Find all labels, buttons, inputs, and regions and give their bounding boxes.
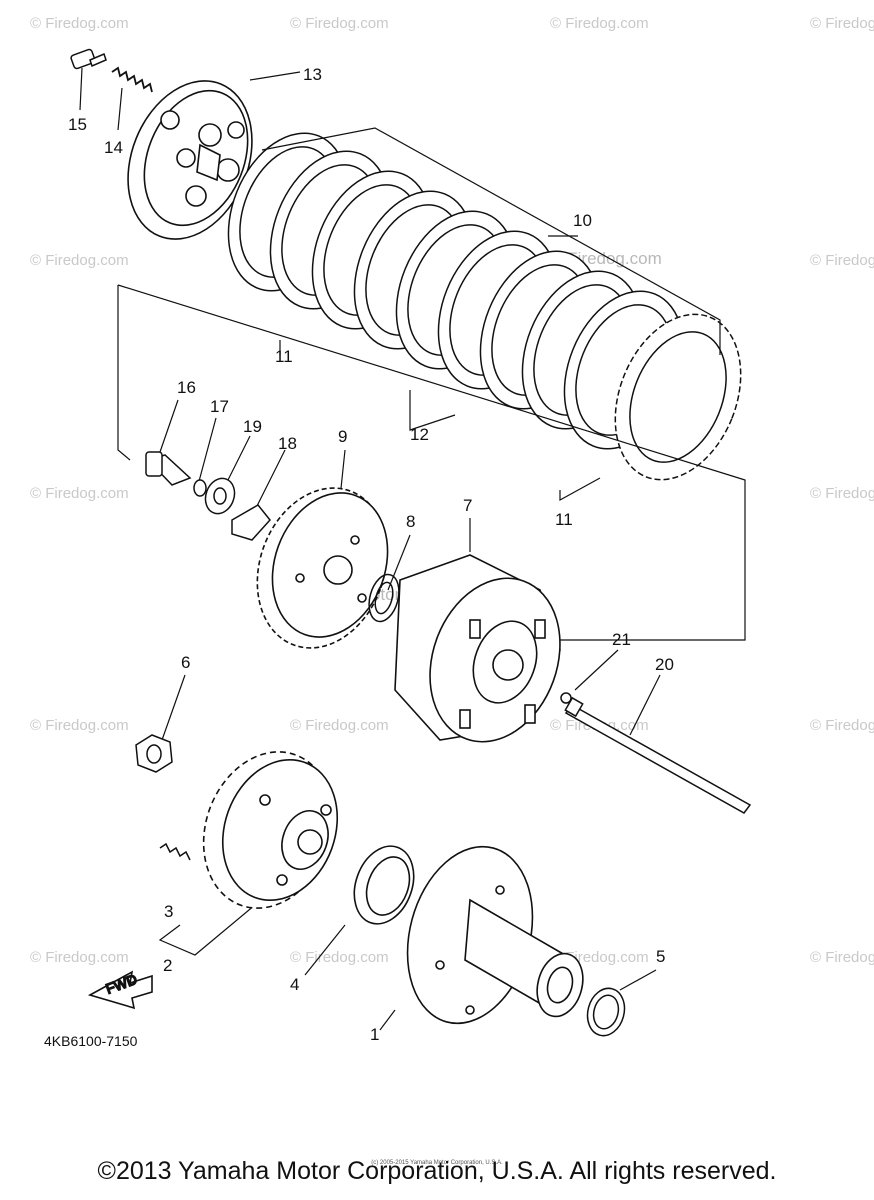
spring-3: [159, 842, 191, 861]
watermark: © Firedog.com: [810, 717, 874, 734]
watermark: © Firedog.com: [810, 15, 874, 32]
callout-2: 2: [163, 956, 172, 975]
watermark: © Firedog.com: [290, 15, 389, 32]
callout-10: 10: [573, 211, 592, 230]
bolt-15: [70, 48, 107, 70]
clutch-boss-9: [256, 487, 389, 649]
callout-16: 16: [177, 378, 196, 397]
clutch-plate-stack: [227, 132, 742, 481]
callout-3: 3: [164, 902, 173, 921]
o-ring-5: [586, 987, 626, 1037]
driven-gear-1: [406, 845, 584, 1025]
callout-20: 20: [655, 655, 674, 674]
push-rod-20-21: [560, 692, 752, 814]
callout-7: 7: [463, 496, 472, 515]
watermark: © Firedog.com: [30, 717, 129, 734]
callout-19: 19: [243, 417, 262, 436]
callout-13: 13: [303, 65, 322, 84]
watermark: © Firedog.com: [810, 485, 874, 502]
watermark: © Firedog.com: [290, 717, 389, 734]
part-number: 4KB6100-7150: [44, 1033, 138, 1049]
callout-11a: 11: [275, 347, 293, 366]
leader-lines: [79, 67, 746, 1031]
watermark: © Firedog.com: [810, 949, 874, 966]
callout-5: 5: [656, 947, 665, 966]
watermark: © Firedog.com: [30, 485, 129, 502]
callouts: 13 15 14 10 11 12 11 16 17 19 18 9 8 7 2…: [68, 65, 674, 1044]
primary-clutch-2: [202, 751, 339, 909]
fwd-arrow: FWD: [87, 970, 153, 1010]
watermark: © Firedog.com: [30, 949, 129, 966]
copyright-text: ©2013 Yamaha Motor Corporation, U.S.A. A…: [97, 1157, 777, 1185]
watermark: © Firedog.com: [290, 949, 389, 966]
callout-18: 18: [278, 434, 297, 453]
callout-1: 1: [370, 1025, 379, 1044]
watermark: © Firedog.com: [30, 252, 129, 269]
watermark: © Firedog.com: [30, 15, 129, 32]
watermark: © Firedog.com: [810, 252, 874, 269]
callout-4: 4: [290, 975, 299, 994]
parts-16-19: [145, 451, 271, 541]
callout-14: 14: [104, 138, 123, 157]
callout-21: 21: [612, 630, 631, 649]
pressure-plate-13: [127, 80, 253, 240]
watermark: © Firedog.com: [550, 15, 649, 32]
bearing-4: [353, 845, 415, 925]
callout-9: 9: [338, 427, 347, 446]
nut-6: [135, 734, 173, 773]
callout-6: 6: [181, 653, 190, 672]
callout-8: 8: [406, 512, 415, 531]
callout-17: 17: [210, 397, 229, 416]
callout-12: 12: [410, 425, 429, 444]
callout-15: 15: [68, 115, 87, 134]
spring-14: [111, 66, 153, 93]
circlip-8: [368, 573, 400, 623]
callout-11b: 11: [555, 510, 573, 529]
clutch-housing-7: [394, 554, 561, 743]
small-credit: (c) 2005-2015 Yamaha Motor Corporation, …: [371, 1160, 503, 1166]
